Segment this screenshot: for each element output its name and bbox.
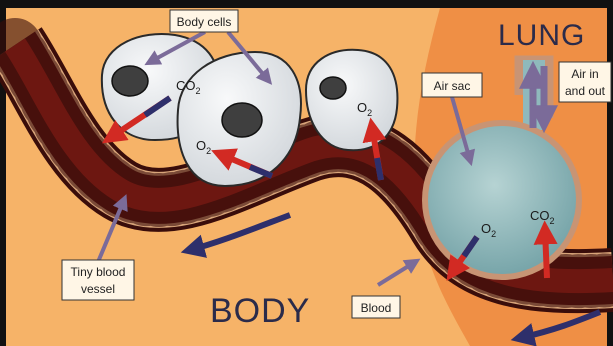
nucleus: [112, 66, 148, 96]
svg-text:Tiny blood: Tiny blood: [71, 265, 126, 279]
label-air-in-out: Air in and out: [559, 62, 611, 102]
top-frame: [0, 0, 613, 8]
svg-text:Body cells: Body cells: [177, 15, 232, 29]
svg-text:Air sac: Air sac: [434, 79, 471, 93]
nucleus: [320, 77, 346, 99]
svg-text:Blood: Blood: [361, 301, 392, 315]
svg-text:vessel: vessel: [81, 282, 115, 296]
svg-text:Air in: Air in: [571, 67, 598, 81]
lung-title: LUNG: [498, 19, 585, 52]
label-body-cells: Body cells: [170, 10, 238, 32]
body-title: BODY: [210, 292, 310, 330]
o2-arrow-cell-3-tail: [377, 158, 381, 180]
air-sac-interior: [428, 126, 576, 274]
label-tiny-blood-vessel: Tiny blood vessel: [62, 260, 134, 300]
label-blood: Blood: [352, 296, 400, 318]
svg-text:and out: and out: [565, 84, 606, 98]
body-cell-3: [306, 50, 397, 150]
co2-arrow-sac: [545, 230, 547, 278]
label-air-sac: Air sac: [422, 73, 482, 97]
nucleus: [222, 103, 262, 137]
